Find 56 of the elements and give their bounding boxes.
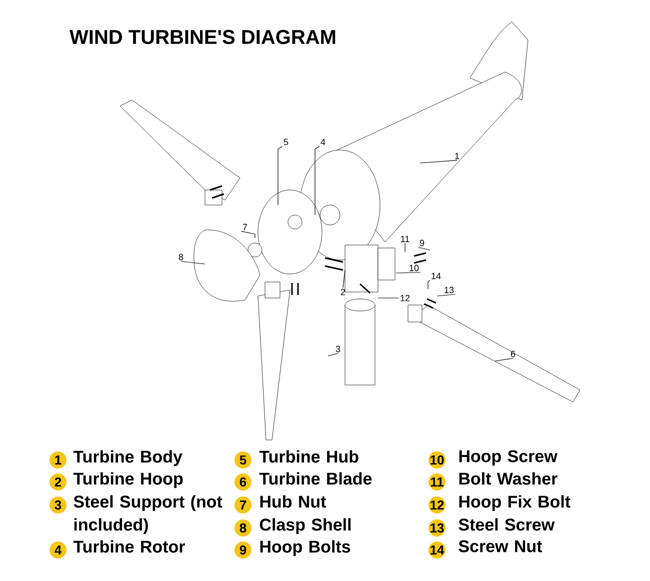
part-name: Turbine Hoop [73, 472, 183, 488]
part-name: Hoop Fix Bolt [459, 495, 570, 512]
number-badge: 9 [234, 542, 252, 558]
part-name: Hub Nut [260, 495, 326, 508]
number-badge: 8 [234, 520, 252, 536]
number-badge: 12 [428, 496, 446, 514]
leader-line [180, 261, 206, 264]
callout-number: 12 [400, 294, 410, 302]
leader-line [278, 146, 283, 206]
number-badge: 3 [50, 496, 66, 514]
title: WIND TURBINE'S DIAGRAM [70, 30, 336, 44]
number-badge: 4 [50, 542, 66, 558]
callout-number: 13 [444, 286, 454, 294]
leader-line [396, 272, 420, 274]
callout-number: 1 [455, 152, 460, 160]
leader-line [328, 353, 338, 356]
part-name: Screw Nut [458, 540, 542, 552]
leader-line [436, 294, 456, 296]
callout-number: 14 [432, 272, 441, 280]
callout-number: 6 [510, 350, 516, 358]
callout-number: 11 [401, 236, 410, 242]
callout-number: 4 [320, 138, 326, 146]
part-name: Turbine Hub [259, 450, 358, 463]
leader-line [418, 247, 430, 250]
part-name: Hoop Screw [459, 450, 558, 466]
leader-line [342, 270, 346, 288]
part-name: Steel Support (not included) [74, 495, 222, 534]
leader-line [494, 358, 514, 362]
leader-line [420, 160, 458, 164]
callout-number: 10 [410, 264, 419, 272]
callout-number: 5 [284, 138, 288, 146]
part-name: Turbine Rotor [73, 540, 185, 553]
part-name: Bolt Washer [459, 472, 558, 485]
number-badge: 11 [428, 474, 446, 490]
number-badge: 13 [428, 519, 446, 537]
number-badge: 10 [428, 451, 446, 469]
number-badge: 1 [50, 452, 66, 468]
number-badge: 2 [50, 474, 66, 490]
number-badge: 6 [234, 474, 252, 490]
number-badge: 14 [428, 542, 446, 558]
part-name: Hoop Bolts [260, 540, 350, 556]
part-name: Turbine Blade [259, 472, 372, 485]
callout-number: 7 [242, 224, 248, 230]
leader-line [428, 280, 430, 290]
part-name: Steel Screw [458, 518, 555, 531]
part-name: Clasp Shell [260, 518, 351, 534]
number-badge: 7 [234, 496, 252, 514]
leader-line [314, 146, 320, 216]
callout-number: 9 [420, 240, 424, 246]
number-badge: 5 [234, 452, 252, 468]
leader-line [241, 231, 256, 238]
callout-number: 3 [336, 346, 340, 352]
callout-number: 2 [340, 288, 346, 296]
part-name: Turbine Body [73, 450, 182, 466]
callout-number: 8 [178, 254, 184, 260]
leader-line [404, 242, 406, 252]
